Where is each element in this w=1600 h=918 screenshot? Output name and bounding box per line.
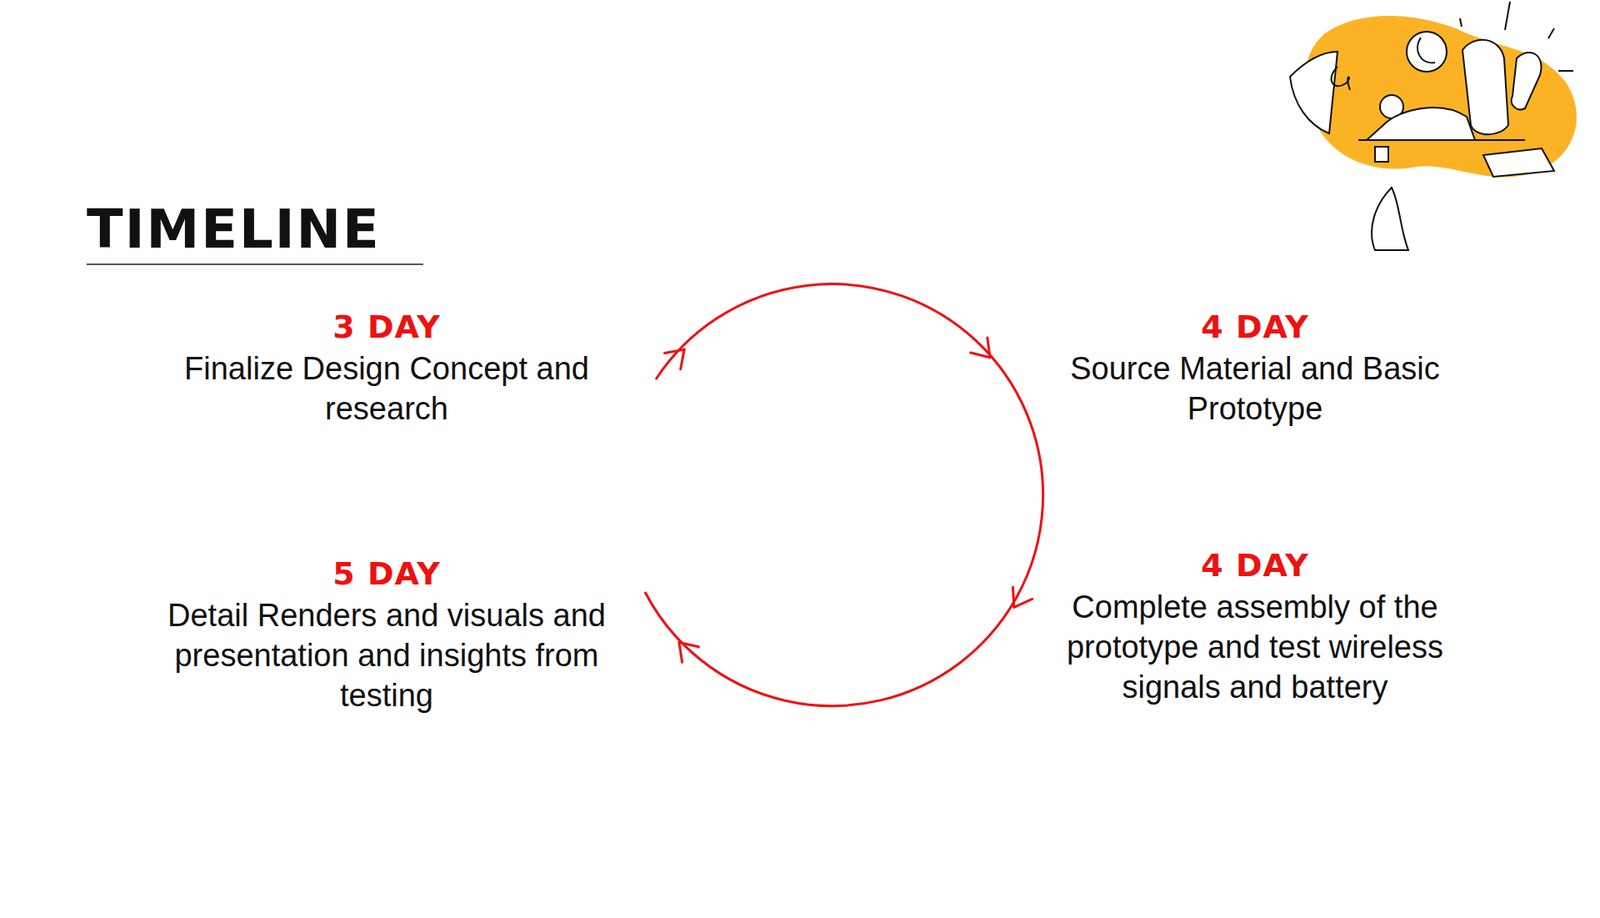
arrowhead-stroke <box>665 349 685 353</box>
duration-label: 4 DAY <box>1021 305 1489 349</box>
timeline-step: 3 DAYFinalize Design Concept and researc… <box>136 305 637 429</box>
step-description: Source Material and Basic Prototype <box>1021 348 1489 429</box>
arrowhead-stroke <box>987 337 990 358</box>
title-underline <box>86 263 424 265</box>
duration-label: 4 DAY <box>1021 543 1489 587</box>
step-description: Detail Renders and visuals and presentat… <box>128 595 645 715</box>
duration-label: 5 DAY <box>128 551 645 595</box>
arrowhead-stroke <box>679 642 683 663</box>
timeline-step: 4 DAYSource Material and Basic Prototype <box>1021 305 1489 429</box>
arrowhead-stroke <box>679 642 699 647</box>
timeline-step: 4 DAYComplete assembly of the prototype … <box>1021 543 1489 707</box>
step-description: Complete assembly of the prototype and t… <box>1021 586 1489 707</box>
timeline-step: 5 DAYDetail Renders and visuals and pres… <box>128 551 645 715</box>
step-description: Finalize Design Concept and research <box>136 348 637 429</box>
cycle-arc <box>645 284 1044 706</box>
page-title: TIMELINE <box>86 198 381 260</box>
arrowhead-stroke <box>1014 598 1033 607</box>
arrowhead-stroke <box>1012 586 1014 607</box>
arrowhead-stroke <box>680 349 685 370</box>
arrowhead-stroke <box>970 352 990 358</box>
illustration <box>1290 1 1577 250</box>
duration-label: 3 DAY <box>136 305 637 349</box>
cycle-arrowheads <box>665 337 1033 662</box>
